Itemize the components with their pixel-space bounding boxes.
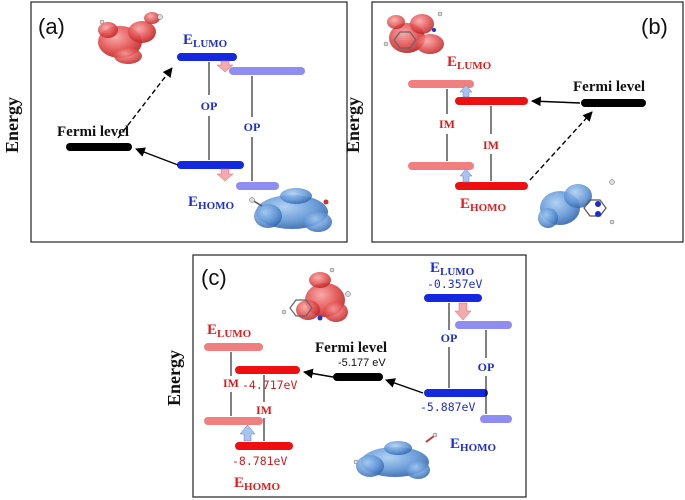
energy-axis-label-a: Energy bbox=[2, 97, 22, 153]
fermi-level-label-c: Fermi level bbox=[315, 340, 387, 356]
fermi-level-label-a: Fermi level bbox=[57, 124, 129, 140]
im-gap-label-2-b: IM bbox=[483, 138, 499, 152]
left-homo-label-c: EHOMO bbox=[234, 475, 281, 493]
shift-arrow-lumo-c bbox=[454, 302, 472, 321]
lumo-orbital-image-c bbox=[281, 267, 351, 322]
lumo-label-b: ELUMO bbox=[447, 54, 492, 72]
energy-axis-label-b: Energy bbox=[343, 97, 363, 153]
arrow-fermi-to-red-c bbox=[303, 368, 334, 379]
lumo-value-left-c: -4.717eV bbox=[242, 378, 297, 392]
homo-orbital-image-c bbox=[353, 432, 438, 479]
panel-c-label: (c) bbox=[201, 265, 227, 290]
homo-orbital-image-a bbox=[249, 188, 332, 232]
panel-a-frame bbox=[30, 1, 348, 243]
homo-value-right-c: -5.887eV bbox=[420, 400, 475, 414]
energy-axis-label-c: Energy bbox=[164, 350, 184, 406]
dashed-arrow-b bbox=[529, 111, 593, 181]
op-gap-label-1-a: OP bbox=[201, 99, 218, 113]
im-gap-label-1-c: IM bbox=[223, 376, 239, 390]
im-gap-label-2-c: IM bbox=[256, 403, 272, 417]
panel-b-label: (b) bbox=[641, 14, 668, 39]
panel-b-frame bbox=[371, 1, 684, 243]
panel-c-frame bbox=[192, 254, 527, 498]
op-gap-label-2-a: OP bbox=[244, 120, 261, 134]
shift-arrow-lumo-a bbox=[216, 60, 234, 73]
panel-a: (a) Energy OP OP ELUMO EHOMO Fer bbox=[2, 1, 348, 243]
panel-b: (b) Energy IM IM ELUMO EHOMO bbox=[343, 1, 684, 243]
fermi-level-value-c: -5.177 eV bbox=[338, 357, 386, 369]
left-lumo-label-c: ELUMO bbox=[207, 322, 252, 340]
dashed-arrow-a bbox=[117, 67, 173, 139]
arrow-blue-to-fermi-c bbox=[385, 378, 424, 394]
lumo-orbital-image-b bbox=[383, 11, 444, 54]
homo-label-b: EHOMO bbox=[460, 196, 507, 214]
op-gap-label-1-c: OP bbox=[441, 331, 458, 345]
right-homo-label-c: EHOMO bbox=[450, 436, 497, 454]
shift-arrow-homo-c bbox=[239, 424, 256, 442]
shift-arrow-homo-b bbox=[459, 168, 473, 183]
homo-value-left-c: -8.781eV bbox=[232, 454, 287, 468]
op-gap-label-2-c: OP bbox=[478, 360, 495, 374]
homo-orbital-image-b bbox=[538, 179, 615, 228]
shift-arrow-lumo-b bbox=[459, 84, 473, 98]
lumo-value-right-c: -0.357eV bbox=[427, 277, 482, 291]
im-gap-label-1-b: IM bbox=[439, 117, 455, 131]
solid-arrow-b bbox=[531, 96, 581, 107]
fermi-level-label-b: Fermi level bbox=[573, 79, 645, 95]
right-lumo-label-c: ELUMO bbox=[430, 260, 475, 278]
solid-arrow-a bbox=[135, 147, 179, 166]
panel-a-label: (a) bbox=[38, 14, 65, 39]
homo-label-a: EHOMO bbox=[188, 194, 235, 212]
shift-arrow-homo-a bbox=[216, 168, 234, 182]
lumo-label-a: ELUMO bbox=[183, 32, 228, 50]
panel-c: (c) Energy bbox=[164, 254, 527, 498]
lumo-orbital-image-a bbox=[98, 12, 163, 64]
